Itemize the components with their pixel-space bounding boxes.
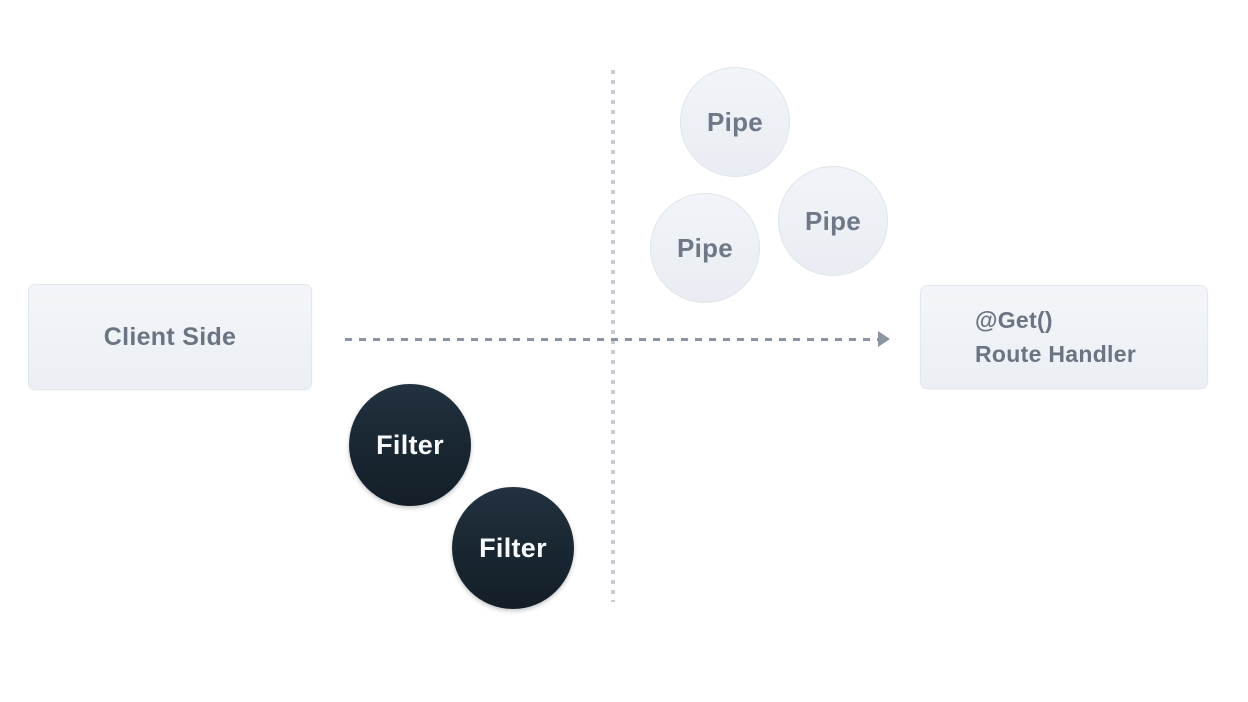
client-side-label: Client Side [103,322,237,351]
request-flow-arrow-line [345,338,879,341]
client-side-node: Client Side [28,284,312,390]
route-handler-node: @Get() Route Handler [920,285,1208,389]
route-handler-decorator-label: @Get() [975,307,1053,333]
filter-label: Filter [376,429,444,460]
pipe-node-3: Pipe [778,166,888,276]
route-handler-label: Route Handler [975,341,1137,367]
pipe-node-1: Pipe [680,67,790,177]
pipe-label: Pipe [804,205,862,236]
filter-node-1: Filter [349,384,471,506]
arrow-right-icon [878,331,890,347]
filter-node-2: Filter [452,487,574,609]
pipe-node-2: Pipe [650,193,760,303]
pipe-label: Pipe [676,232,734,263]
pipe-label: Pipe [706,106,764,137]
filter-label: Filter [479,532,547,563]
vertical-dashed-divider [611,70,615,602]
